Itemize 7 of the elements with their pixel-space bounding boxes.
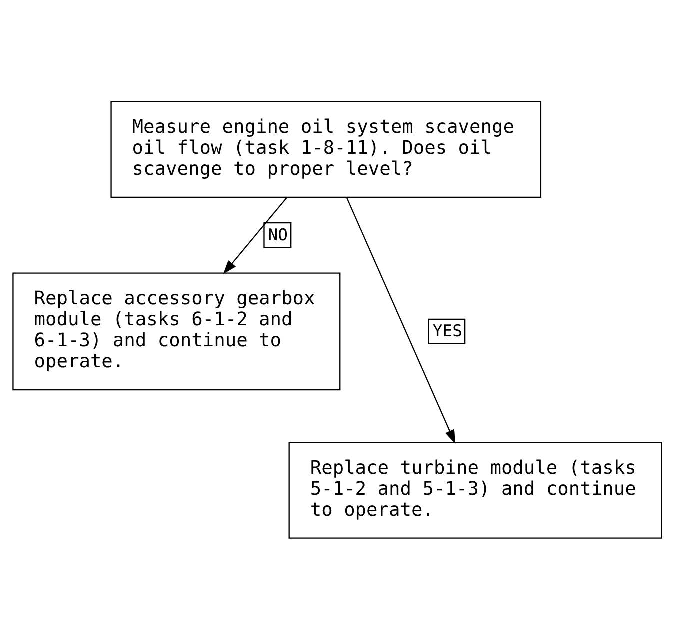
edge-label: NO [268, 224, 288, 244]
node-box: Replace accessory gearbox module (tasks 6-1-2 and 6-1-3) and continue to operate. [12, 272, 341, 390]
node-box: Measure engine oil system scavenge oil flow (task 1-8-11). Does oil scavenge to proper level? [110, 100, 542, 198]
node-box: Replace turbine module (tasks 5-1-2 and 5-1-3) and continue to operate. [288, 442, 662, 538]
edge-label: YES [432, 321, 462, 340]
arrow [223, 196, 288, 274]
arrow [346, 196, 456, 444]
